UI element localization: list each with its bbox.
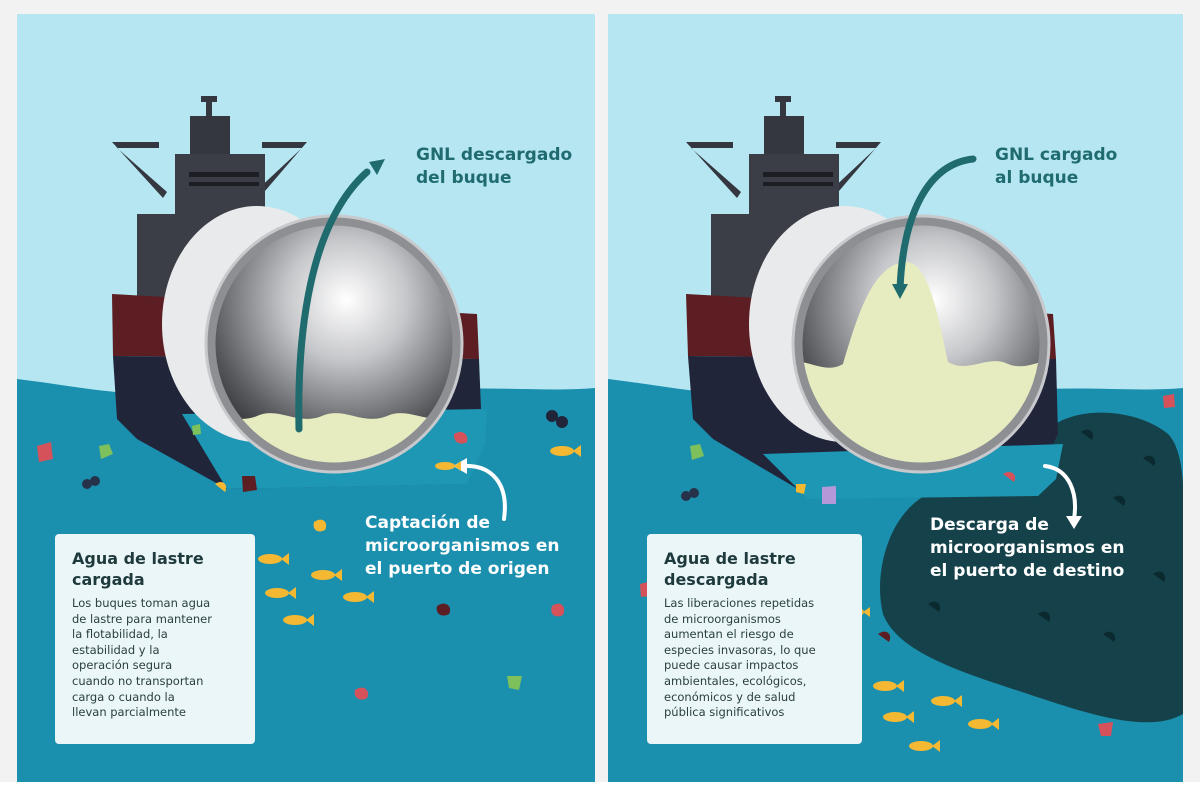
bottom-strip — [0, 782, 1200, 800]
card-title: Agua de lastre cargada — [72, 549, 204, 589]
discharge-arrow — [1043, 464, 1077, 521]
discharge-arrow-head-icon — [1066, 516, 1082, 529]
card-body: Las liberaciones repetidas de microorgan… — [664, 596, 816, 720]
lng-level — [798, 262, 1044, 467]
annotation-lng-discharged: GNL descargado del buque — [416, 145, 573, 188]
annotation-microorganism-intake: Captación de microorganismos en el puert… — [365, 513, 560, 579]
lng-inflow-pipe — [896, 155, 977, 293]
arrow-head-icon — [369, 159, 385, 175]
info-card-ballast-discharged: Agua de lastre descargada Las liberacion… — [647, 534, 862, 744]
intake-arrow — [460, 463, 507, 521]
lng-outflow-pipe — [295, 168, 371, 433]
arrow-head-icon — [892, 284, 908, 299]
microorganism-icon — [37, 410, 568, 700]
annotation-lng-loaded: GNL cargado al buque — [995, 145, 1118, 188]
annotation-microorganism-discharge: Descarga de microorganismos en el puerto… — [930, 515, 1125, 581]
lng-tank-sphere — [211, 221, 457, 467]
panel-ballast-discharged: GNL cargado al buque Descarga de microor… — [608, 14, 1183, 782]
panel-ballast-loaded: GNL descargado del buque Captación de mi… — [17, 14, 595, 782]
card-title: Agua de lastre descargada — [664, 549, 796, 589]
fish-icon — [258, 445, 581, 626]
card-body: Los buques toman agua de lastre para man… — [72, 596, 212, 720]
info-card-ballast-loaded: Agua de lastre cargada Los buques toman … — [55, 534, 255, 744]
